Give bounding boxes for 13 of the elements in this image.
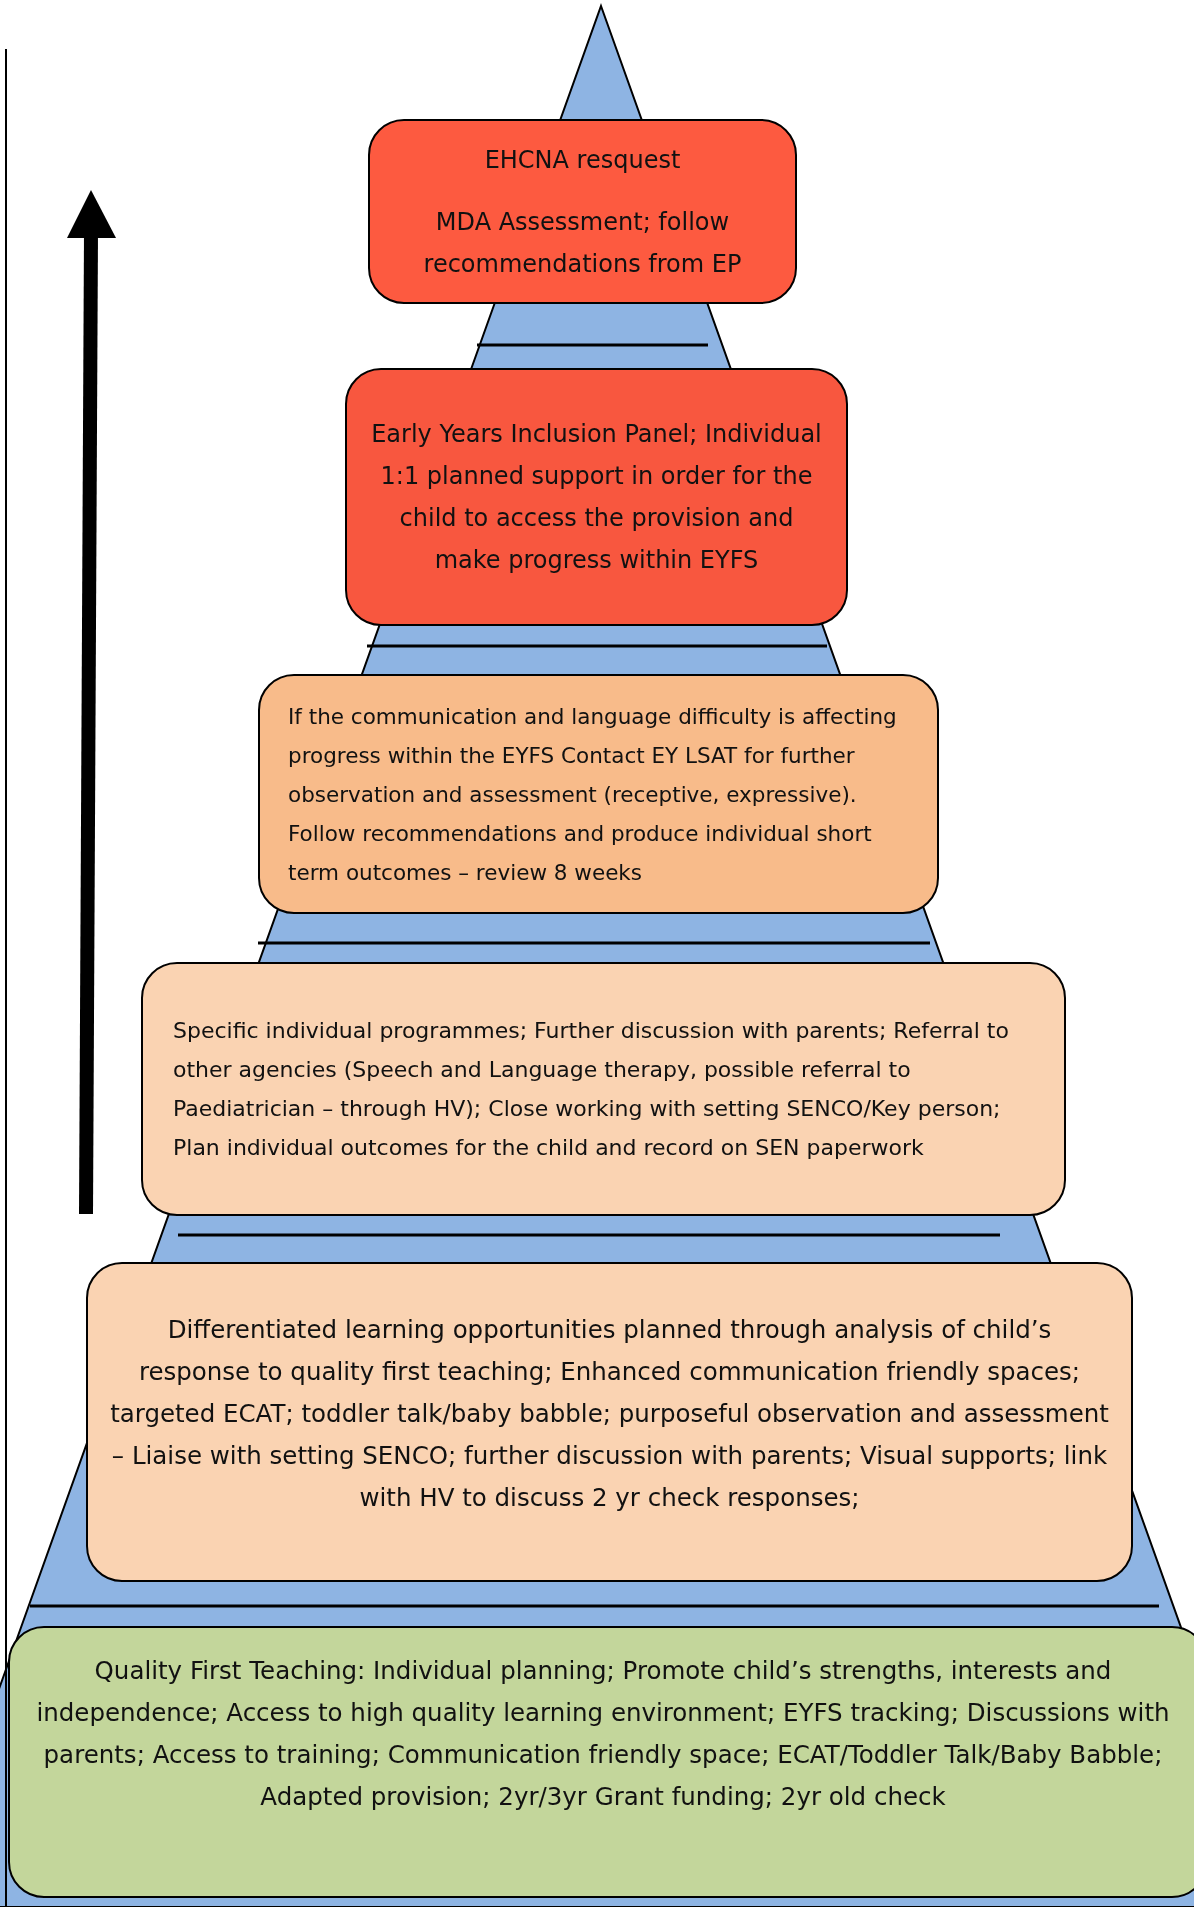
- tier-box: [141, 962, 1066, 1216]
- tier-box: [258, 674, 939, 914]
- tier-box: [368, 119, 797, 304]
- tier-text: Early Years Inclusion Panel; Individual 1:1 planned support in order for the child to access the provision and make progress within EYFS: [370, 419, 823, 576]
- tier-text: Quality First Teaching: Individual planning; Promote child’s strengths, interests and independence; Access to high quality learning environment; EYFS tracking; Discussions with parents; Access to training; Communication friendly space; ECAT/Toddler Talk/Baby Babble; Adapted provision; 2yr/3yr Grant funding; 2yr old check: [35, 1655, 1171, 1813]
- tier-text: If the communication and language difficulty is affecting progress within the EYFS Contact EY LSAT for further observation and assessment (receptive, expressive). Follow recommendations and produce individual short term outcomes – review 8 weeks: [288, 702, 898, 887]
- tier-box: [86, 1262, 1133, 1582]
- tier-text: Differentiated learning opportunities planned through analysis of child’s response to quality first teaching; Enhanced communication friendly spaces; targeted ECAT; toddler talk/baby babble; purposeful observation and assessment – Liaise with setting SENCO; further discussion with parents; Visual supports; link with HV to discuss 2 yr check responses;: [110, 1314, 1109, 1514]
- tier-box: [345, 368, 848, 626]
- tier-box: [8, 1626, 1194, 1898]
- tier-text: EHCNA resquest: [483, 144, 682, 176]
- tier-text: Specific individual programmes; Further discussion with parents; Referral to other agencies (Speech and Language therapy, possible referral to Paediatrician – through HV); Close working with setting SENCO/Key person; Plan individual outcomes for the child and record on SEN paperwork: [173, 1017, 1010, 1162]
- tier-text: MDA Assessment; follow recommendations from EP: [422, 206, 743, 280]
